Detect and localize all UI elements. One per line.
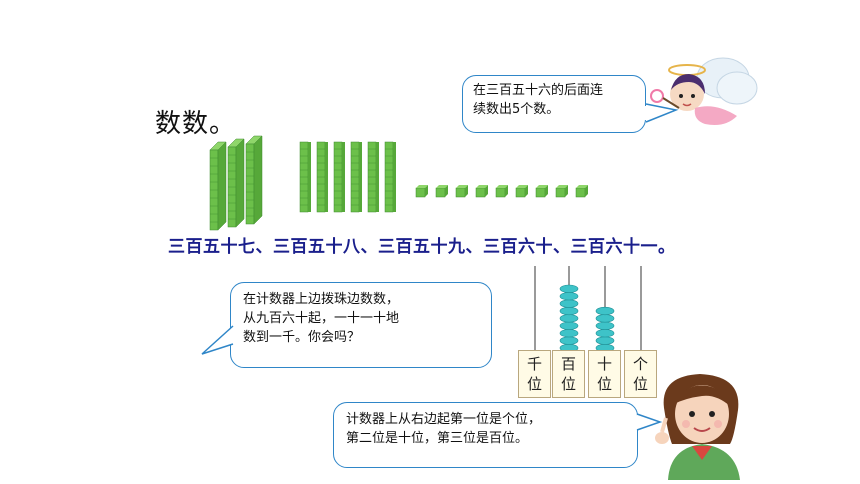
bubble-middle-line-2: 从九百六十起，一十一十地 <box>243 311 400 326</box>
answer-sequence: 三百五十七、三百五十八、三百五十九、三百六十、三百六十一。 <box>168 237 676 257</box>
place-card-thousands: 千 位 <box>518 350 551 398</box>
unit-cube <box>415 185 428 198</box>
abacus-bead <box>595 329 615 338</box>
unit-cubes <box>415 185 588 198</box>
ten-rod <box>333 141 345 213</box>
ten-rods <box>299 141 396 213</box>
bubble-middle-tail <box>201 325 235 355</box>
place-card-tens-bottom: 位 <box>596 375 612 393</box>
abacus-bead <box>595 321 615 330</box>
hundred-flat <box>245 135 263 225</box>
place-card-ones: 个 位 <box>624 350 657 398</box>
ten-rod <box>367 141 379 213</box>
unit-cube <box>455 185 468 198</box>
unit-cube <box>575 185 588 198</box>
abacus-bead <box>559 292 579 301</box>
hundred-flat <box>227 138 245 228</box>
bubble-bottom-line-1: 计数器上从右边起第一位是个位， <box>346 412 542 427</box>
place-card-ones-bottom: 位 <box>632 375 648 393</box>
ten-rod <box>316 141 328 213</box>
unit-cube <box>555 185 568 198</box>
abacus-bead <box>559 306 579 316</box>
bubble-middle-line-3: 数到一千。你会吗？ <box>243 330 361 345</box>
abacus-bead <box>595 336 615 345</box>
place-card-tens: 十 位 <box>588 350 621 398</box>
unit-cube <box>515 185 528 198</box>
fairy-character <box>650 57 758 125</box>
bubble-middle-line-1: 在计数器上边拨珠边数数， <box>243 292 400 307</box>
bubble-bottom-tail <box>635 413 663 431</box>
abacus-bead <box>559 336 579 345</box>
place-card-thousands-top: 千 <box>526 355 542 373</box>
bubble-top-tail <box>644 103 679 123</box>
ten-rod <box>384 141 396 213</box>
unit-cube <box>475 185 488 198</box>
abacus-bead <box>559 284 579 293</box>
hundred-flat <box>209 141 227 231</box>
page-heading: 数数。 <box>155 109 237 139</box>
speech-bubble-middle: 在计数器上边拨珠边数数， 从九百六十起，一十一十地 数到一千。你会吗？ <box>230 282 492 368</box>
unit-cube <box>535 185 548 198</box>
bubble-top-line-1: 在三百五十六的后面连 <box>473 83 604 98</box>
abacus-bead <box>559 314 579 323</box>
place-card-hundreds-top: 百 <box>560 355 576 373</box>
bubble-top-line-2: 续数出5个数。 <box>473 102 560 117</box>
abacus-bead <box>595 314 615 323</box>
girl-character <box>655 374 740 480</box>
ten-rod <box>299 141 311 213</box>
ten-rod <box>350 141 362 213</box>
unit-cube <box>495 185 508 198</box>
place-card-tens-top: 十 <box>596 355 612 373</box>
unit-cube <box>435 185 448 198</box>
hundred-flats <box>209 135 263 231</box>
bubble-bottom-line-2: 第二位是十位，第三位是百位。 <box>346 431 529 446</box>
abacus-bead <box>559 299 579 308</box>
abacus-bead <box>559 329 579 338</box>
speech-bubble-bottom: 计数器上从右边起第一位是个位， 第二位是十位，第三位是百位。 <box>333 402 638 468</box>
place-card-hundreds: 百 位 <box>552 350 585 398</box>
abacus-bead <box>559 321 579 330</box>
place-card-thousands-bottom: 位 <box>526 375 542 393</box>
abacus-bead <box>595 306 615 316</box>
speech-bubble-top: 在三百五十六的后面连 续数出5个数。 <box>462 75 646 133</box>
place-card-hundreds-bottom: 位 <box>560 375 576 393</box>
place-card-ones-top: 个 <box>632 355 648 373</box>
abacus-counter <box>534 266 642 353</box>
